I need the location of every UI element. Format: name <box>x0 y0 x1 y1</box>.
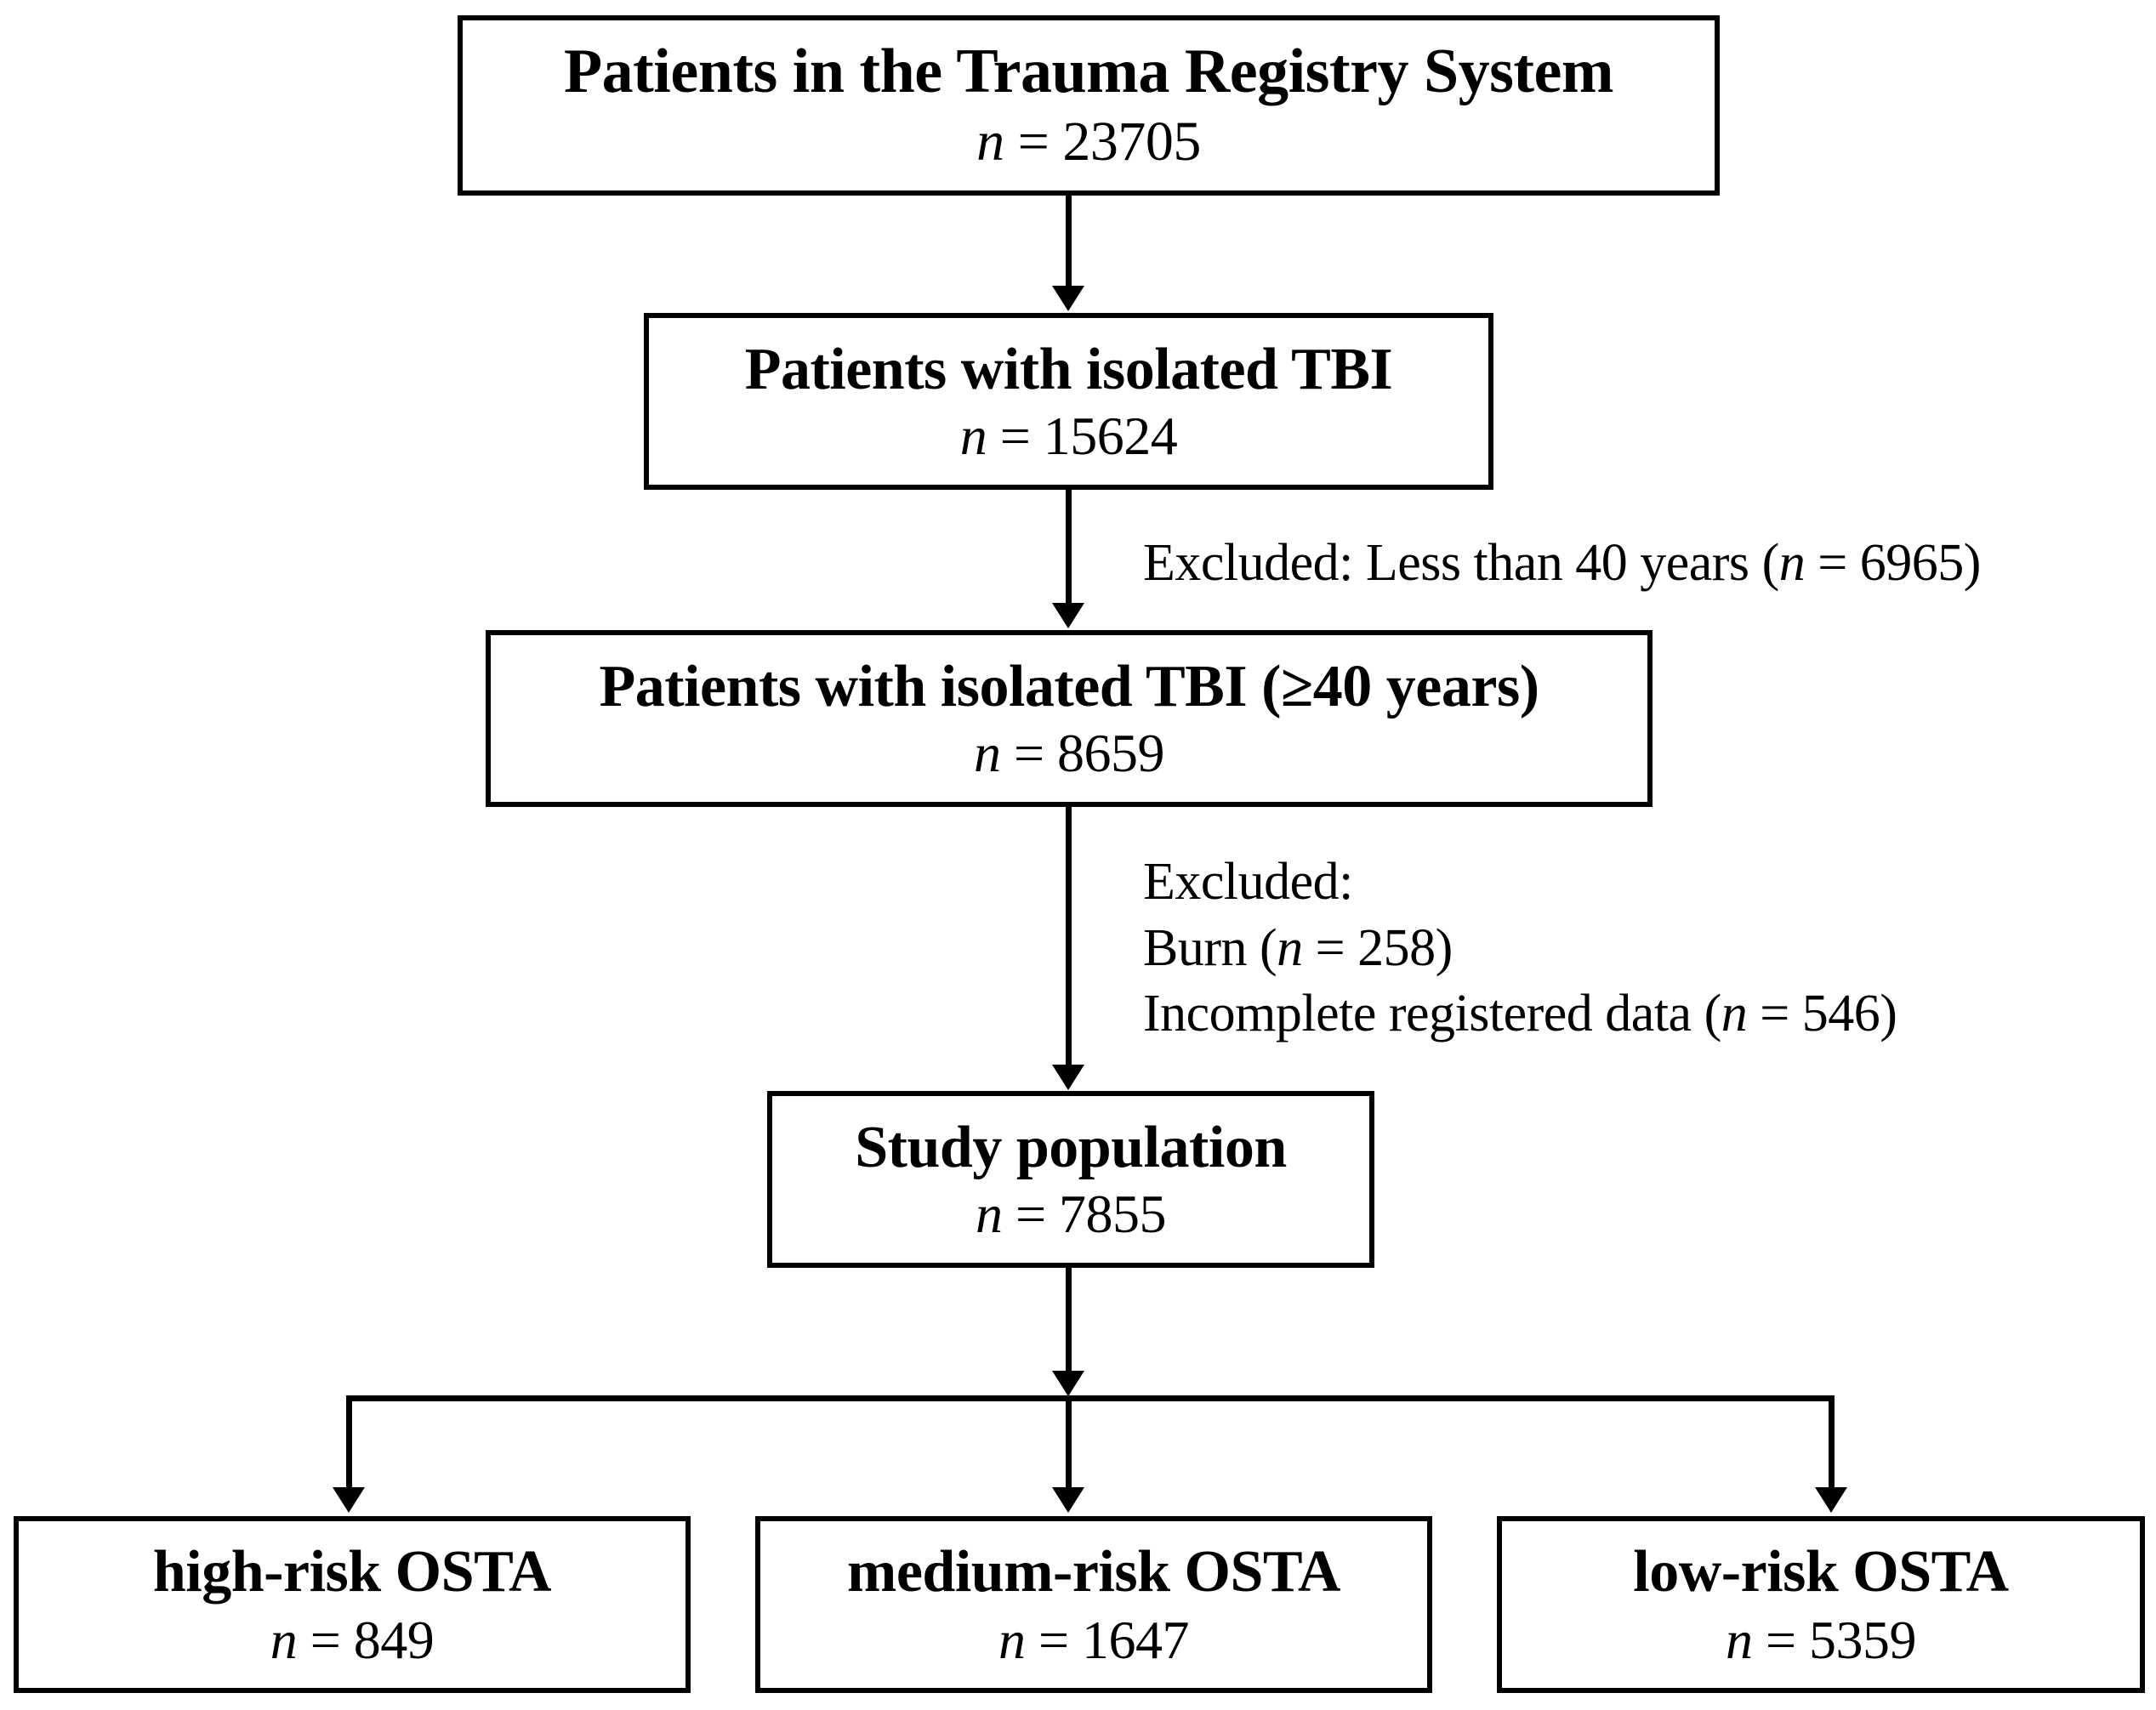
n-value: 23705 <box>1062 111 1201 173</box>
n-value: 546 <box>1801 985 1880 1043</box>
connector-branch-low-risk <box>1829 1395 1835 1489</box>
arrowhead-low-risk <box>1815 1487 1847 1513</box>
node-title: Patients with isolated TBI <box>744 336 1393 402</box>
annotation-prefix: Incomplete registered data ( <box>1143 985 1721 1043</box>
node-count: n = 849 <box>270 1611 435 1669</box>
arrowhead-tbi <box>1052 286 1084 311</box>
node-title: medium-risk OSTA <box>847 1538 1340 1605</box>
n-value: 15624 <box>1043 406 1178 467</box>
equals-sign: = <box>1000 723 1058 784</box>
node-count: n = 23705 <box>976 111 1201 172</box>
node-medium-risk-osta: medium-risk OSTA n = 1647 <box>755 1516 1432 1693</box>
equals-sign: = <box>1002 1184 1060 1245</box>
equals-sign: = <box>987 406 1044 467</box>
annotation-suffix: ) <box>1880 985 1897 1043</box>
n-value: 5359 <box>1809 1610 1917 1671</box>
node-count: n = 7855 <box>975 1184 1167 1245</box>
node-title: Patients with isolated TBI (≥40 years) <box>599 653 1539 719</box>
n-value: 8659 <box>1057 723 1165 784</box>
n-value: 849 <box>353 1610 435 1671</box>
annotation-prefix: Excluded: Less than 40 years ( <box>1143 534 1779 592</box>
connector-study-down <box>1066 1268 1072 1377</box>
n-symbol: n <box>1277 918 1303 977</box>
n-symbol: n <box>959 406 987 467</box>
n-symbol: n <box>1721 985 1748 1043</box>
n-value: 6965 <box>1859 534 1965 592</box>
node-low-risk-osta: low-risk OSTA n = 5359 <box>1497 1516 2145 1693</box>
n-symbol: n <box>998 1610 1026 1671</box>
node-count: n = 8659 <box>973 723 1165 784</box>
annotation-suffix: ) <box>1435 918 1453 977</box>
connector-branch-medium-risk <box>1066 1395 1072 1489</box>
arrowhead-high-risk <box>333 1487 365 1513</box>
node-count: n = 15624 <box>960 406 1178 465</box>
equals-sign: = <box>1805 534 1860 592</box>
n-value: 7855 <box>1059 1184 1167 1245</box>
equals-sign: = <box>1004 111 1063 173</box>
n-symbol: n <box>973 723 1001 784</box>
node-title: Study population <box>855 1114 1287 1180</box>
n-value: 258 <box>1357 918 1436 977</box>
arrowhead-branch-bus <box>1052 1371 1084 1396</box>
annotation-age-exclusion: Excluded: Less than 40 years (n = 6965) <box>1143 531 1981 596</box>
annotation-header: Excluded: <box>1143 853 1353 911</box>
node-high-risk-osta: high-risk OSTA n = 849 <box>14 1516 691 1693</box>
node-title: low-risk OSTA <box>1633 1538 2009 1605</box>
n-symbol: n <box>1778 534 1806 592</box>
equals-sign: = <box>297 1610 354 1671</box>
n-symbol: n <box>975 1184 1003 1245</box>
arrowhead-study <box>1052 1065 1084 1090</box>
equals-sign: = <box>1302 918 1358 977</box>
node-count: n = 1647 <box>998 1610 1190 1671</box>
annotation-suffix: ) <box>1963 534 1982 592</box>
node-trauma-registry: Patients in the Trauma Registry System n… <box>458 15 1720 196</box>
arrowhead-medium-risk <box>1052 1487 1084 1513</box>
n-value: 1647 <box>1082 1610 1190 1671</box>
annotation-other-exclusions: Excluded: Burn (n = 258) Incomplete regi… <box>1143 850 1897 1048</box>
n-symbol: n <box>1725 1610 1753 1671</box>
branch-bus-horizontal <box>346 1395 1835 1401</box>
node-title: high-risk OSTA <box>152 1538 552 1605</box>
n-symbol: n <box>976 111 1004 173</box>
connector-tbi-to-tbi40 <box>1066 490 1072 605</box>
connector-tbi40-to-study <box>1066 807 1072 1066</box>
equals-sign: = <box>1025 1610 1083 1671</box>
connector-branch-high-risk <box>346 1395 352 1489</box>
node-title: Patients in the Trauma Registry System <box>563 37 1614 107</box>
node-study-population: Study population n = 7855 <box>767 1091 1374 1268</box>
annotation-burn: Burn (n = 258) <box>1143 917 1897 981</box>
node-isolated-tbi-40plus: Patients with isolated TBI (≥40 years) n… <box>486 630 1653 807</box>
n-symbol: n <box>270 1610 298 1671</box>
equals-sign: = <box>1747 985 1802 1043</box>
annotation-prefix: Burn ( <box>1143 918 1277 977</box>
annotation-incomplete-data: Incomplete registered data (n = 546) <box>1143 982 1897 1047</box>
equals-sign: = <box>1752 1610 1810 1671</box>
connector-registry-to-tbi <box>1066 196 1072 287</box>
node-count: n = 5359 <box>1725 1610 1917 1671</box>
node-isolated-tbi: Patients with isolated TBI n = 15624 <box>644 313 1493 490</box>
arrowhead-tbi40 <box>1052 603 1084 628</box>
